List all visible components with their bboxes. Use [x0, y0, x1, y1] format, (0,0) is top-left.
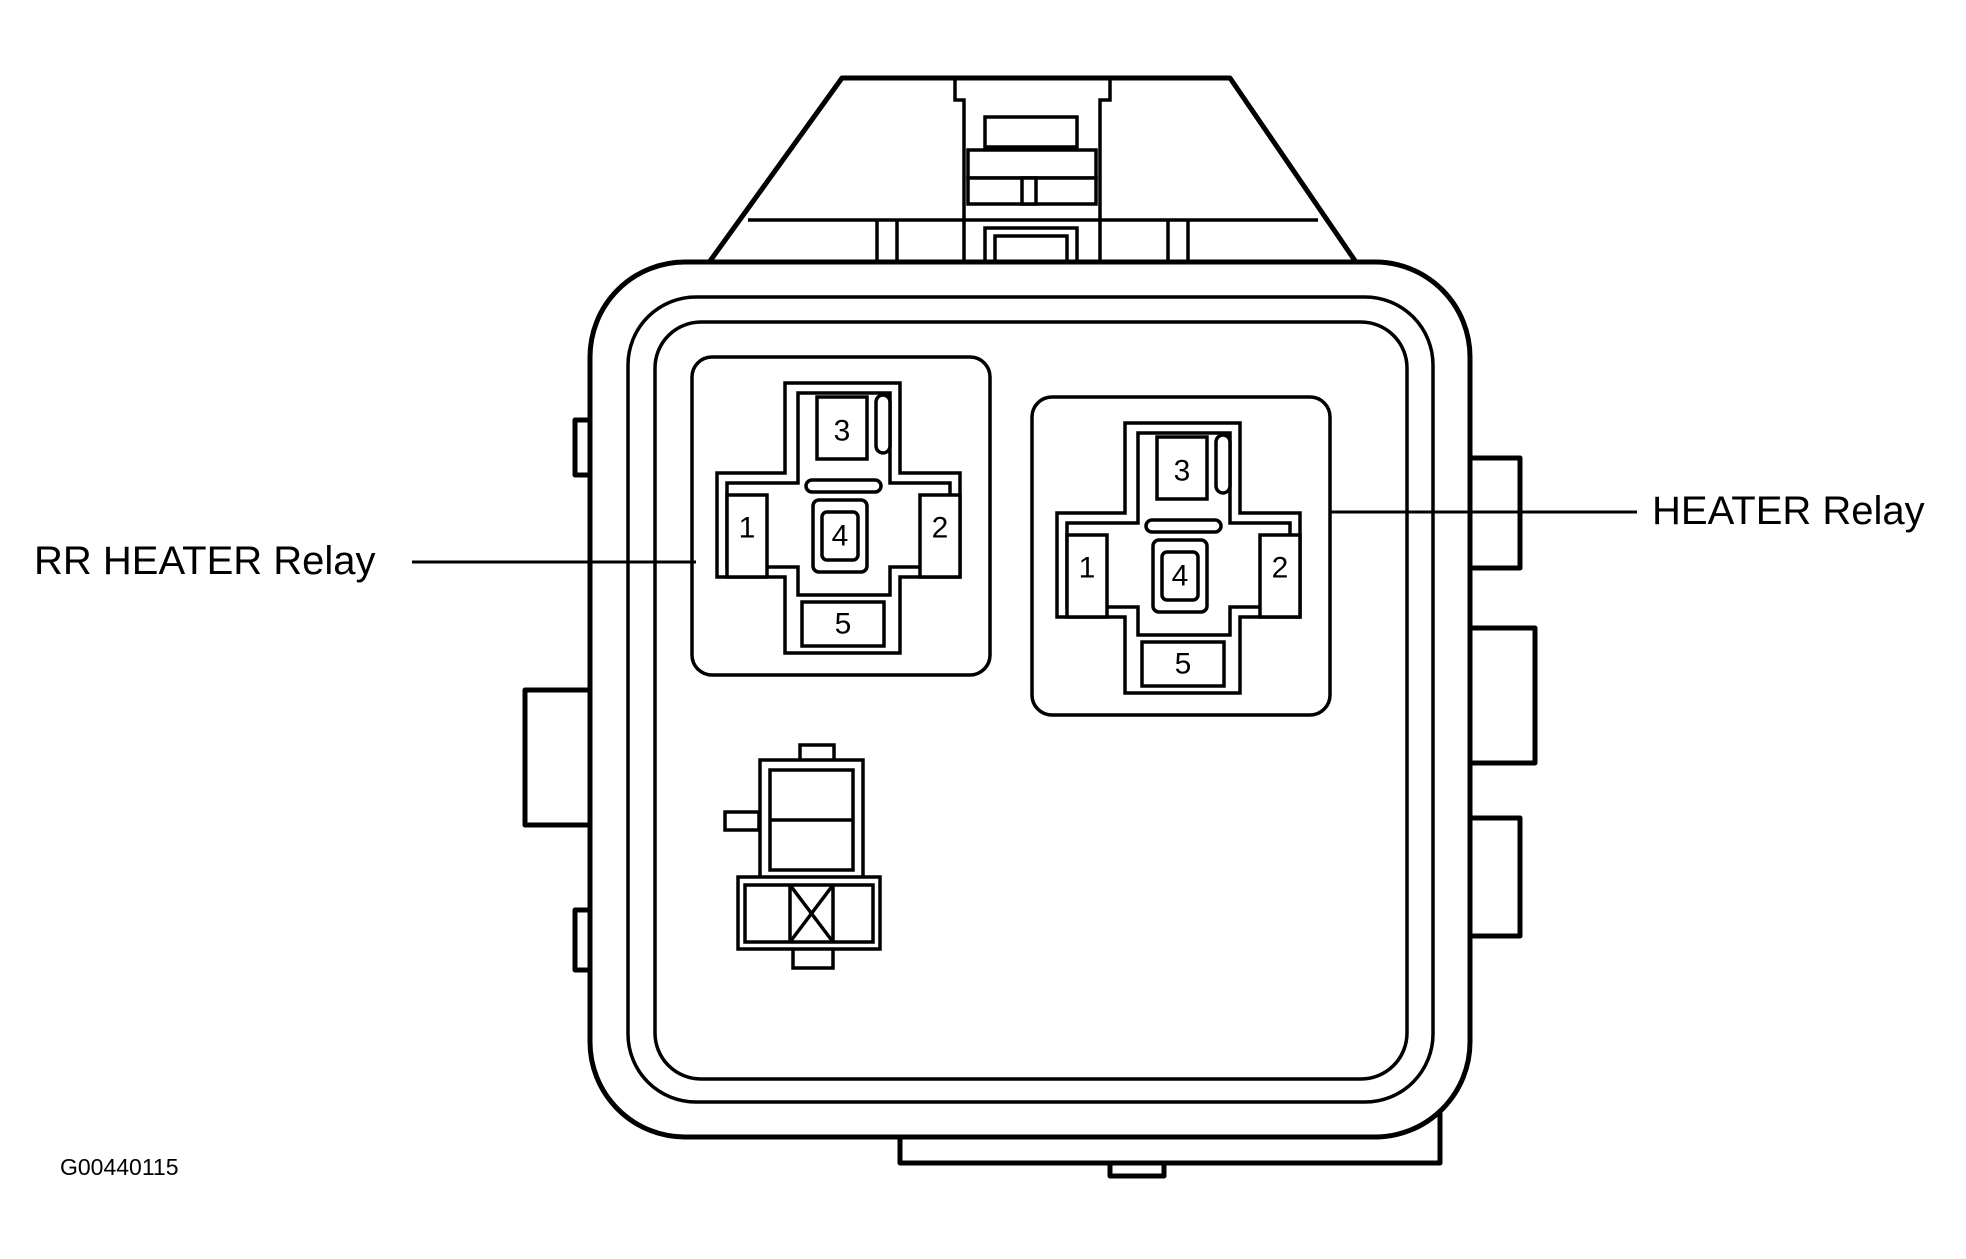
rr-relay-pin-3: 3 — [834, 415, 851, 448]
figure-code: G00440115 — [60, 1154, 179, 1180]
rr-relay-pin-1: 1 — [739, 512, 756, 545]
rr-heater-relay-socket: 3 1 4 2 5 — [690, 355, 992, 677]
small-connector — [723, 743, 882, 970]
heater-relay-label: HEATER Relay — [1652, 489, 1925, 533]
heater-relay-pin-4: 4 — [1172, 560, 1189, 593]
heater-relay-pin-3: 3 — [1174, 455, 1191, 488]
top-connector-housing — [702, 75, 1363, 271]
heater-relay-socket: 3 1 4 2 5 — [1030, 395, 1332, 717]
heater-relay-pin-5: 5 — [1175, 648, 1192, 681]
rr-heater-relay-label: RR HEATER Relay — [34, 539, 376, 583]
heater-relay-pin-1: 1 — [1079, 552, 1096, 585]
rr-relay-pin-5: 5 — [835, 608, 852, 641]
rr-relay-pin-4: 4 — [832, 520, 849, 553]
heater-relay-pin-2: 2 — [1272, 552, 1289, 585]
relay-block-body — [587, 259, 1473, 1140]
rr-relay-pin-2: 2 — [932, 512, 949, 545]
